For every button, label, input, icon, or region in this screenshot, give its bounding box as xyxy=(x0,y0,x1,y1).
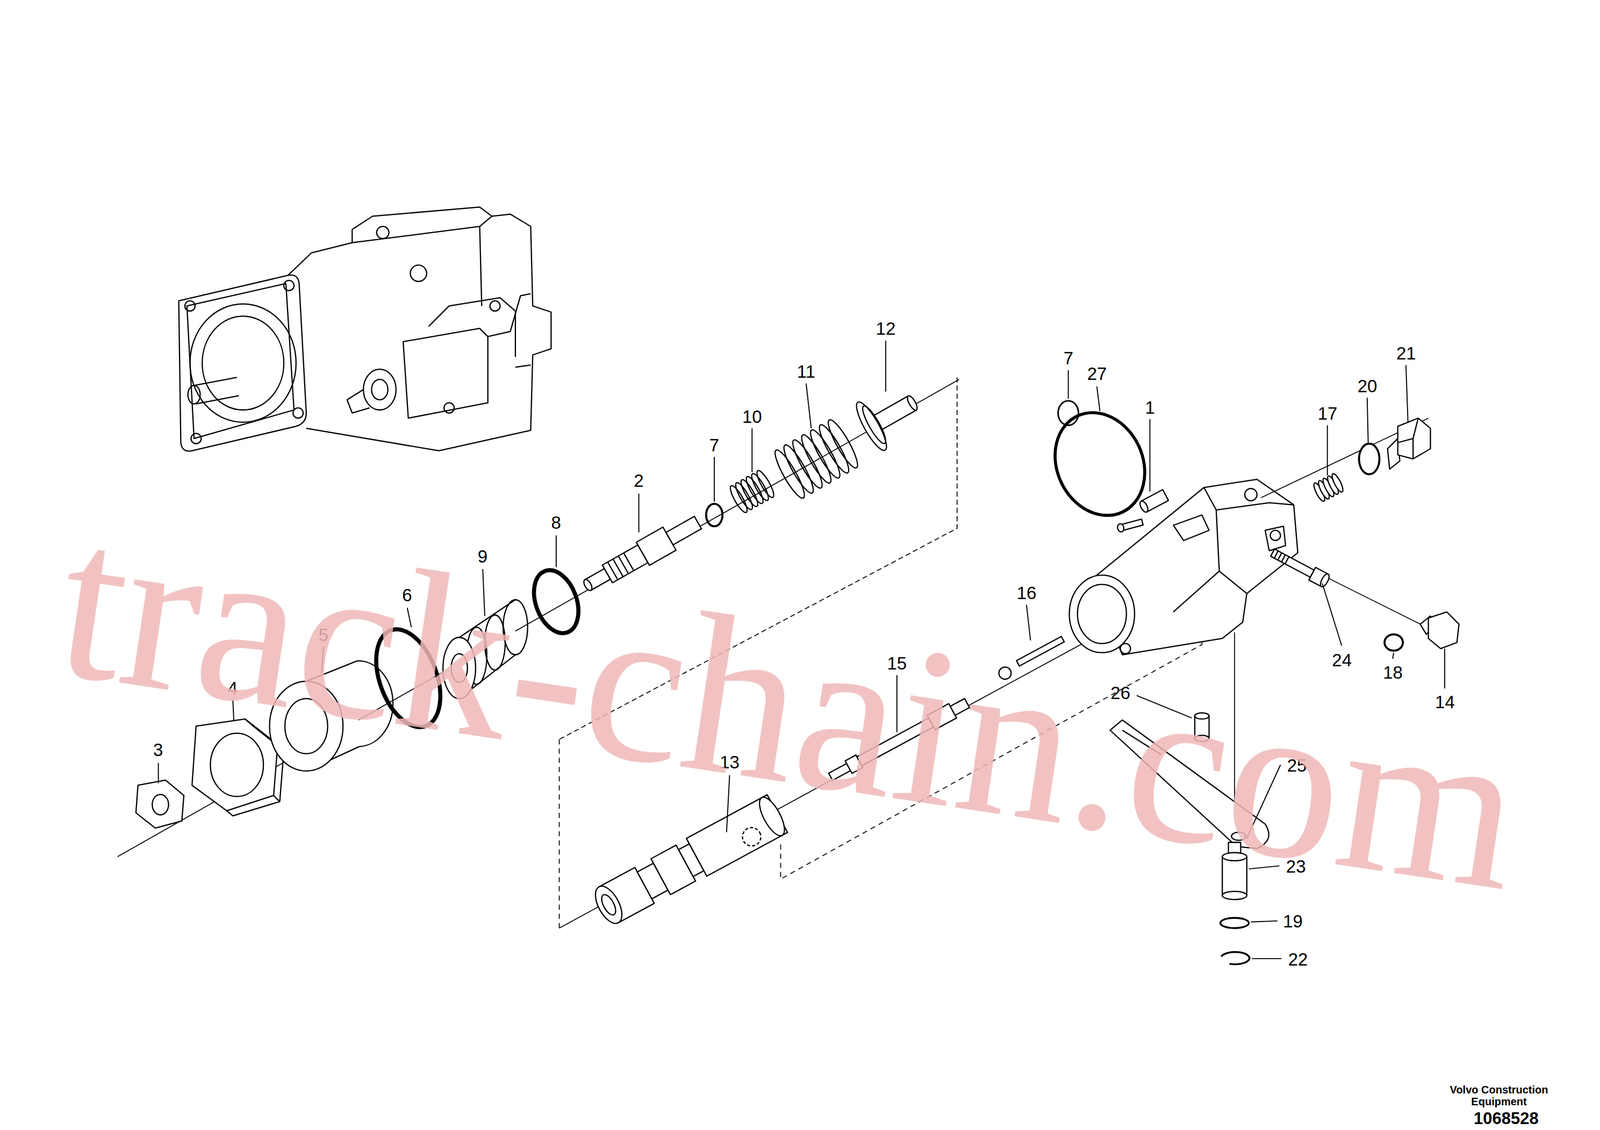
plug xyxy=(1419,612,1459,649)
valve-housing xyxy=(1069,479,1298,655)
o-ring xyxy=(1384,634,1403,651)
watermark: track-chain.com xyxy=(46,484,1533,927)
callout-number: 3 xyxy=(153,741,163,759)
callout-number: 11 xyxy=(797,362,816,381)
callout-number: 21 xyxy=(1396,343,1417,362)
spring xyxy=(727,468,777,515)
retaining-ring xyxy=(1221,952,1250,965)
callout-number: 10 xyxy=(742,407,763,426)
callout-number: 17 xyxy=(1317,404,1338,422)
plug xyxy=(1387,418,1431,470)
callout-number: 20 xyxy=(1357,376,1378,395)
spring-cap xyxy=(851,377,929,455)
o-ring xyxy=(1058,400,1079,426)
callout-number: 7 xyxy=(1063,349,1074,368)
callout-number: 16 xyxy=(1016,584,1037,602)
callout-number: 1 xyxy=(1145,398,1155,416)
figure-number: 1068528 xyxy=(1473,1109,1539,1127)
callout-number: 22 xyxy=(1288,950,1309,968)
nut xyxy=(135,780,184,829)
callout-number: 7 xyxy=(709,435,720,454)
pump-overview xyxy=(178,206,552,451)
spring xyxy=(770,417,862,502)
o-ring xyxy=(1038,397,1162,530)
callout-number: 27 xyxy=(1087,364,1108,383)
callout-number: 8 xyxy=(551,513,562,532)
o-ring xyxy=(1220,917,1249,929)
bolt xyxy=(1269,546,1332,589)
callout-number: 12 xyxy=(876,319,896,338)
callout-number: 19 xyxy=(1282,912,1303,931)
callout-number: 2 xyxy=(633,471,644,490)
callout-number: 18 xyxy=(1382,663,1403,682)
o-ring xyxy=(706,504,723,527)
publisher-name: Volvo Construction Equipment xyxy=(1437,1084,1561,1108)
screw xyxy=(1116,518,1144,533)
callout-number: 24 xyxy=(1331,651,1352,670)
spring xyxy=(1311,472,1345,503)
o-ring xyxy=(1359,443,1380,475)
dowel-pin xyxy=(1138,489,1169,514)
